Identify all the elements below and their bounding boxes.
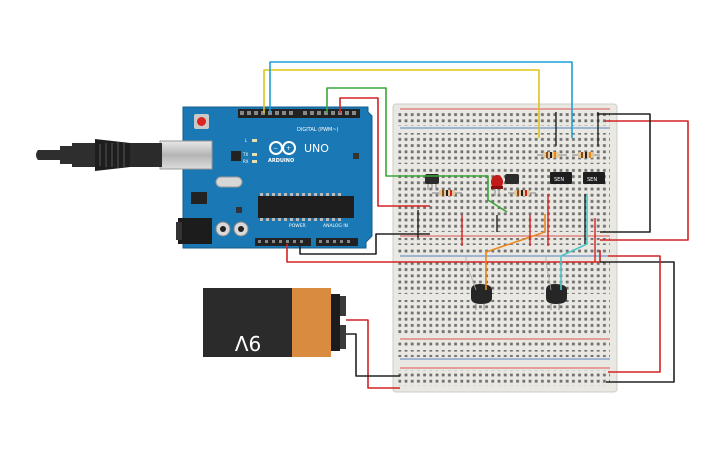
atmega-chip [258, 193, 354, 221]
capacitors [215, 221, 249, 237]
usb-chip [231, 151, 241, 161]
svg-text:SEN: SEN [587, 177, 597, 183]
breadboard-upper-block [398, 133, 610, 164]
resistor-3[interactable] [537, 152, 567, 158]
arduino-logo: − + [269, 141, 296, 155]
voltage-regulator [191, 192, 207, 204]
breadboard-top-rails [398, 108, 610, 129]
svg-text:L: L [245, 138, 248, 143]
battery-9v[interactable]: 9V [203, 288, 346, 357]
usb-cable[interactable] [36, 139, 213, 171]
svg-text:+: + [286, 145, 291, 152]
power-header-label: POWER [289, 223, 306, 229]
power-pin-header[interactable] [255, 238, 311, 246]
analog-pin-header[interactable] [316, 238, 358, 246]
breadboard-lower-block [398, 262, 610, 294]
crystal-oscillator [215, 176, 243, 188]
arduino-brand: ARDUINO [268, 158, 294, 164]
svg-text:−: − [273, 145, 278, 152]
digital-header-label: DIGITAL (PWM~) [297, 127, 339, 133]
digital-pin-header[interactable] [238, 109, 360, 118]
svg-text:TX: TX [242, 152, 248, 157]
wire-orange[interactable] [485, 214, 546, 290]
battery-cap [292, 288, 331, 357]
wire-red-1[interactable] [339, 97, 430, 207]
resistor-2[interactable] [508, 190, 536, 196]
breadboard-lower-block-2 [398, 300, 610, 334]
svg-text:RX: RX [243, 159, 249, 164]
battery-label: 9V [234, 331, 261, 355]
wire-black-2[interactable] [299, 233, 430, 255]
wire-black-1[interactable] [597, 113, 651, 233]
transistor-2[interactable] [505, 174, 519, 184]
breadboard-bottom-rails [398, 338, 610, 386]
wire-blue[interactable] [269, 61, 573, 138]
wire-red-4[interactable] [608, 255, 661, 373]
capacitor-small [353, 153, 359, 159]
wire-black-3[interactable] [600, 261, 675, 383]
resistor-4[interactable] [572, 152, 600, 158]
resistor-1[interactable] [432, 190, 462, 196]
breadboard-middle-rails [398, 235, 610, 257]
dc-power-jack[interactable] [176, 218, 212, 244]
red-led[interactable] [491, 175, 503, 196]
sensor-module-1[interactable]: SEN [550, 172, 572, 184]
wire-red-3[interactable] [286, 244, 601, 263]
arduino-uno-board[interactable]: DIGITAL (PWM~) − + ARDUINO UNO L TX RX [176, 106, 373, 249]
sensor-module-2[interactable]: SEN [583, 172, 605, 184]
wires [263, 61, 689, 389]
breadboard [392, 103, 618, 393]
svg-text:SEN: SEN [554, 177, 564, 183]
wire-red-2[interactable] [600, 120, 689, 241]
reset-button[interactable] [194, 114, 209, 129]
board-model-label: UNO [304, 142, 329, 155]
wire-yellow[interactable] [263, 69, 540, 138]
wire-battery-red[interactable] [346, 319, 400, 389]
status-leds: L TX RX [242, 138, 257, 164]
wire-cyan[interactable] [560, 194, 588, 290]
wire-battery-black[interactable] [346, 333, 400, 377]
analog-header-label: ANALOG IN [323, 223, 348, 229]
wire-green[interactable] [326, 87, 508, 213]
